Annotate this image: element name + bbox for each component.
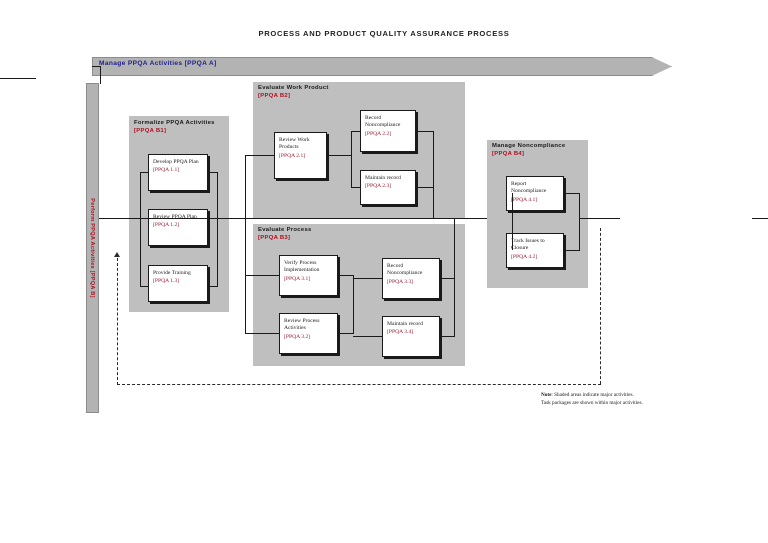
task-code: [PPQA 2.3] xyxy=(365,183,392,190)
group-b4-code: [PPQA B4] xyxy=(492,151,525,157)
connector-into-review-process-activities xyxy=(245,333,280,334)
task-code: [PPQA 1.1] xyxy=(153,167,180,174)
task-code: [PPQA 2.1] xyxy=(279,152,306,159)
connector-to-record-noncompliance-2-2 xyxy=(351,131,361,132)
task-name: Review Work Products xyxy=(279,137,310,151)
connector-b1-left-rail xyxy=(140,172,141,286)
page-title: PROCESS AND PRODUCT QUALITY ASSURANCE PR… xyxy=(258,29,510,38)
connector-b3-collect-rail xyxy=(454,218,455,337)
connector-b1-to-training xyxy=(140,286,149,287)
group-b1-code: [PPQA B1] xyxy=(134,128,167,134)
connector-to-maintain-record-3-4 xyxy=(353,336,383,337)
group-b1-title: Formalize PPQA Activities xyxy=(134,120,215,126)
note-block: Note: Shaded areas indicate major activi… xyxy=(541,392,751,407)
task-name: Track Issues to Closure xyxy=(511,238,545,252)
task-code: [PPQA 2.2] xyxy=(365,130,392,137)
swimlane-label: Perform PPQA Activities [PPQA B] xyxy=(89,198,96,298)
task-review-process-activities[interactable]: Review Process Activities [PPQA 3.2] xyxy=(279,313,338,354)
connector-develop-out xyxy=(207,172,218,173)
group-b3-title: Evaluate Process xyxy=(258,227,312,233)
connector-b2-entry-rail xyxy=(245,155,246,219)
task-name: Record Noncompliance xyxy=(365,115,401,129)
note-label: Note xyxy=(541,392,552,398)
task-provide-training[interactable]: Provide Training [PPQA 1.3] xyxy=(148,265,208,302)
connector-main-spine xyxy=(99,218,454,219)
group-b4-title: Manage Noncompliance xyxy=(492,143,566,149)
connector-record-noncompliance-3-3-out xyxy=(439,278,455,279)
task-code: [PPQA 3.1] xyxy=(284,275,311,282)
task-review-work-products[interactable]: Review Work Products [PPQA 2.1] xyxy=(274,132,327,179)
connector-b3-entry-rail xyxy=(245,219,246,333)
connector-verify-process-out xyxy=(337,275,354,276)
task-code: [PPQA 4.1] xyxy=(511,196,538,203)
task-record-noncompliance-2-2[interactable]: Record Noncompliance [PPQA 2.2] xyxy=(360,110,416,152)
task-code: [PPQA 3.2] xyxy=(284,333,311,340)
task-name: Maintain record xyxy=(387,321,423,327)
feedback-loop-arrowhead-icon xyxy=(114,252,120,257)
connector-page-right-exit xyxy=(579,218,620,219)
group-b2-code: [PPQA B2] xyxy=(258,93,291,99)
group-b3-code: [PPQA B3] xyxy=(258,235,291,241)
connector-b2-fanout-rail xyxy=(351,131,352,188)
banner-manage-ppqa-activities[interactable]: Manage PPQA Activities [PPQA A] xyxy=(92,57,672,76)
task-name: Review PPQA Plan xyxy=(153,214,197,220)
connector-page-right-edge-stub xyxy=(752,218,768,219)
connector-training-out xyxy=(207,286,218,287)
connector-banner-to-swimlane xyxy=(100,66,101,84)
connector-to-record-noncompliance-3-3 xyxy=(353,278,383,279)
note-line-1: Note: Shaded areas indicate major activi… xyxy=(541,392,751,400)
task-develop-ppqa-plan[interactable]: Develop PPQA Plan [PPQA 1.1] xyxy=(148,154,208,191)
connector-spine-to-b4 xyxy=(433,218,513,219)
task-name: Review Process Activities xyxy=(284,318,320,332)
task-code: [PPQA 1.2] xyxy=(153,222,180,229)
task-track-issues-to-closure[interactable]: Track Issues to Closure [PPQA 4.2] xyxy=(506,233,564,268)
task-code: [PPQA 3.4] xyxy=(387,329,414,336)
feedback-loop-left-vertical xyxy=(117,258,118,385)
feedback-loop-bottom-horizontal xyxy=(117,384,601,385)
task-maintain-record-2-3[interactable]: Maintain record [PPQA 2.3] xyxy=(360,170,416,205)
connector-track-issues-out xyxy=(563,250,580,251)
connector-b1-right-rail xyxy=(217,172,218,286)
task-code: [PPQA 3.3] xyxy=(387,278,414,285)
task-report-noncompliance[interactable]: Report Noncompliance [PPQA 4.1] xyxy=(506,176,564,211)
note-line-2: Task packages are shown within major act… xyxy=(541,399,643,406)
connector-record-noncompliance-2-2-out xyxy=(415,131,434,132)
connector-b3-mid-rail xyxy=(353,275,354,334)
task-review-ppqa-plan[interactable]: Review PPQA Plan [PPQA 1.2] xyxy=(148,209,208,246)
connector-b2-collect-rail xyxy=(433,131,434,219)
task-maintain-record-3-4[interactable]: Maintain record [PPQA 3.4] xyxy=(382,316,440,357)
connector-to-maintain-record-2-3 xyxy=(351,187,361,188)
banner-label: Manage PPQA Activities [PPQA A] xyxy=(99,60,217,67)
task-name: Develop PPQA Plan xyxy=(153,159,199,165)
task-verify-process-implementation[interactable]: Verify Process Implementation [PPQA 3.1] xyxy=(279,255,338,296)
connector-review-work-products-out xyxy=(326,155,352,156)
group-evaluate-work-product[interactable]: Evaluate Work Product [PPQA B2] xyxy=(253,82,465,218)
task-name: Provide Training xyxy=(153,270,191,276)
connector-maintain-record-2-3-out xyxy=(415,187,434,188)
swimlane-perform-ppqa-activities[interactable] xyxy=(86,83,99,413)
connector-banner-stub xyxy=(92,66,101,67)
connector-into-review-work-products xyxy=(245,155,275,156)
connector-review-process-activities-out xyxy=(337,333,354,334)
connector-b4-right-rail xyxy=(579,193,580,251)
connector-report-noncompliance-out xyxy=(563,193,580,194)
connector-maintain-record-3-4-out xyxy=(439,336,455,337)
connector-b1-to-develop xyxy=(140,172,149,173)
task-code: [PPQA 4.2] xyxy=(511,253,538,260)
task-name: Maintain record xyxy=(365,175,401,181)
task-name: Report Noncompliance xyxy=(511,181,547,195)
task-record-noncompliance-3-3[interactable]: Record Noncompliance [PPQA 3.3] xyxy=(382,258,440,299)
task-name: Verify Process Implementation xyxy=(284,260,320,274)
connector-into-verify-process xyxy=(245,275,280,276)
group-b2-title: Evaluate Work Product xyxy=(258,85,329,91)
connector-page-left-entry xyxy=(0,78,36,79)
connector-b4-left-rail xyxy=(512,193,513,250)
task-code: [PPQA 1.3] xyxy=(153,278,180,285)
task-name: Record Noncompliance xyxy=(387,263,423,277)
note-line-1-text: : Shaded areas indicate major activities… xyxy=(551,392,634,398)
feedback-loop-right-vertical xyxy=(600,228,601,384)
